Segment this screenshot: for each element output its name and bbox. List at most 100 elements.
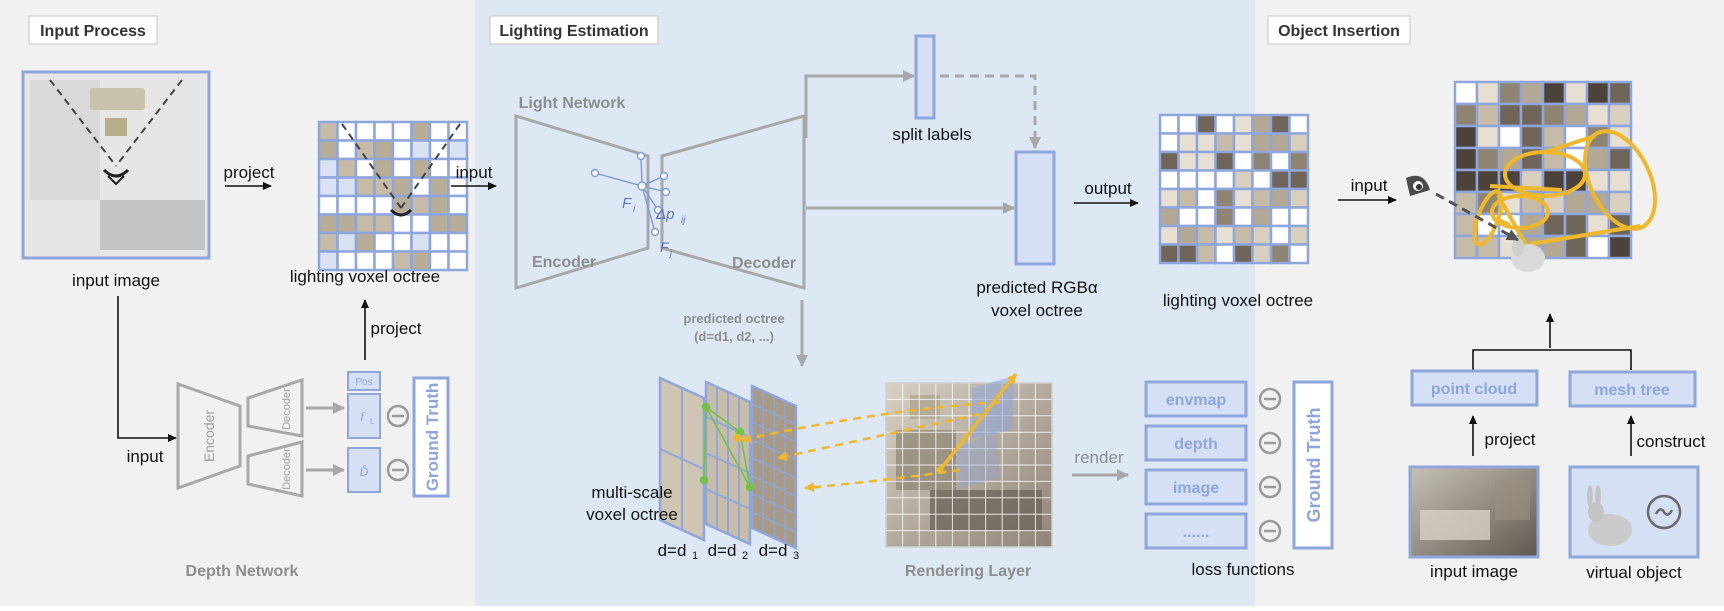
voxel-cell [1519,80,1545,106]
voxel-cell [1269,150,1291,172]
voxel-cell [1177,132,1199,154]
voxel-cell [1563,212,1589,238]
depth-network-label: Depth Network [186,563,299,580]
voxel-cell [1195,243,1217,265]
voxel-cell [354,231,376,253]
voxel-cell [317,120,339,142]
voxel-cell [428,139,450,161]
voxel-cell [428,120,450,142]
loss-box [1144,424,1248,462]
split-arrow [804,70,915,138]
voxel-cell [447,213,469,235]
d3-subscript: 3 [793,550,799,562]
voxel-cell [317,139,339,161]
voxel-cell [1453,124,1479,150]
voxel-cell [1453,80,1479,106]
voxel-cell [317,231,339,253]
voxel-cell [1177,150,1199,172]
lighting-estimation-panel [475,0,1255,606]
header-lighting-estimation: Lighting Estimation [489,15,659,45]
voxel-cell [1232,224,1254,246]
voxel-cell [1519,124,1545,150]
project-label-1: project [223,163,274,182]
merge-bracket [1472,349,1632,370]
rendering-layer-label: Rendering Layer [905,563,1031,580]
split-labels-label: split labels [892,125,971,144]
input-label-insert: input [1351,176,1388,195]
voxel-cell [1195,150,1217,172]
light-network-label: Light Network [519,95,626,112]
voxel-cell [1251,169,1273,191]
voxel-cell [317,194,339,216]
voxel-cell [1214,243,1236,265]
light-cones [1472,129,1657,247]
voxel-cell [1214,206,1236,228]
voxel-cell [336,157,358,179]
multi-scale-voxel-octree [658,376,798,550]
depth-box [347,447,381,493]
voxel-cell [1158,150,1180,172]
voxel-cell [317,213,339,235]
loss-functions: envmapdepthimage...... [1144,380,1282,550]
voxel-cell [1607,190,1633,216]
ray-sampling-arrows [741,400,1001,493]
voxel-cell [1177,206,1199,228]
voxel-cell [1232,187,1254,209]
predicted-rgba-label-1: predicted RGBα [976,278,1097,297]
voxel-cell [1195,206,1217,228]
d3-label: d=d [759,541,788,560]
voxel-cell [428,194,450,216]
d1-subscript: 1 [692,550,698,562]
loss-box [1144,380,1248,418]
voxel-cell [1214,132,1236,154]
voxel-cell [447,250,469,272]
voxel-cell [1607,80,1633,106]
fj-label: F [660,239,670,255]
minus-icon [1258,431,1282,455]
construct-label: construct [1637,432,1706,451]
fi-subscript: i [633,204,636,215]
input-label-light: input [456,163,493,182]
render-label: render [1074,448,1123,467]
voxel-cell [354,157,376,179]
voxel-cell [1214,169,1236,191]
ground-truth-label-loss: Ground Truth [1304,408,1324,523]
voxel-cell [373,213,395,235]
voxel-cell [391,213,413,235]
voxel-cell [1214,113,1236,135]
minus-icon [386,458,410,482]
voxel-cell [1607,102,1633,128]
voxel-cell [1251,113,1273,135]
voxel-cell [1195,224,1217,246]
voxel-cell [410,139,432,161]
voxel-cell [354,213,376,235]
voxel-cell [1585,102,1611,128]
voxel-cell [1288,224,1310,246]
delta-p-subscript: ij [681,215,686,226]
loss-label: image [1173,480,1219,497]
predicted-octree-label-2: (d=d1, d2, ...) [694,329,774,344]
project-label-insert: project [1484,430,1535,449]
mesh-tree-box [1568,370,1697,408]
project-label-2: project [370,319,421,338]
voxel-cell [1607,234,1633,260]
voxel-cell [317,176,339,198]
voxel-cell [428,157,450,179]
voxel-cell [1563,80,1589,106]
voxel-cell [391,176,413,198]
minus-icon [1258,475,1282,499]
voxel-cell [373,139,395,161]
voxel-cell [1288,243,1310,265]
loss-label: depth [1174,436,1218,453]
light-network: Encoder Decoder F i Δp ij F j [514,113,806,291]
header-object-insertion: Object Insertion [1267,15,1411,45]
light-encoder [514,113,650,291]
voxel-cell [1541,80,1567,106]
depth-decoder-1-label: Decoder [281,388,293,430]
predicted-rgba-bar [1014,150,1056,266]
input-arrow-depth [117,296,177,442]
fl-subscript: L [370,417,375,426]
voxel-cell [1214,187,1236,209]
virtual-object-label: virtual object [1586,563,1682,582]
delta-p-label: Δp [655,206,674,223]
